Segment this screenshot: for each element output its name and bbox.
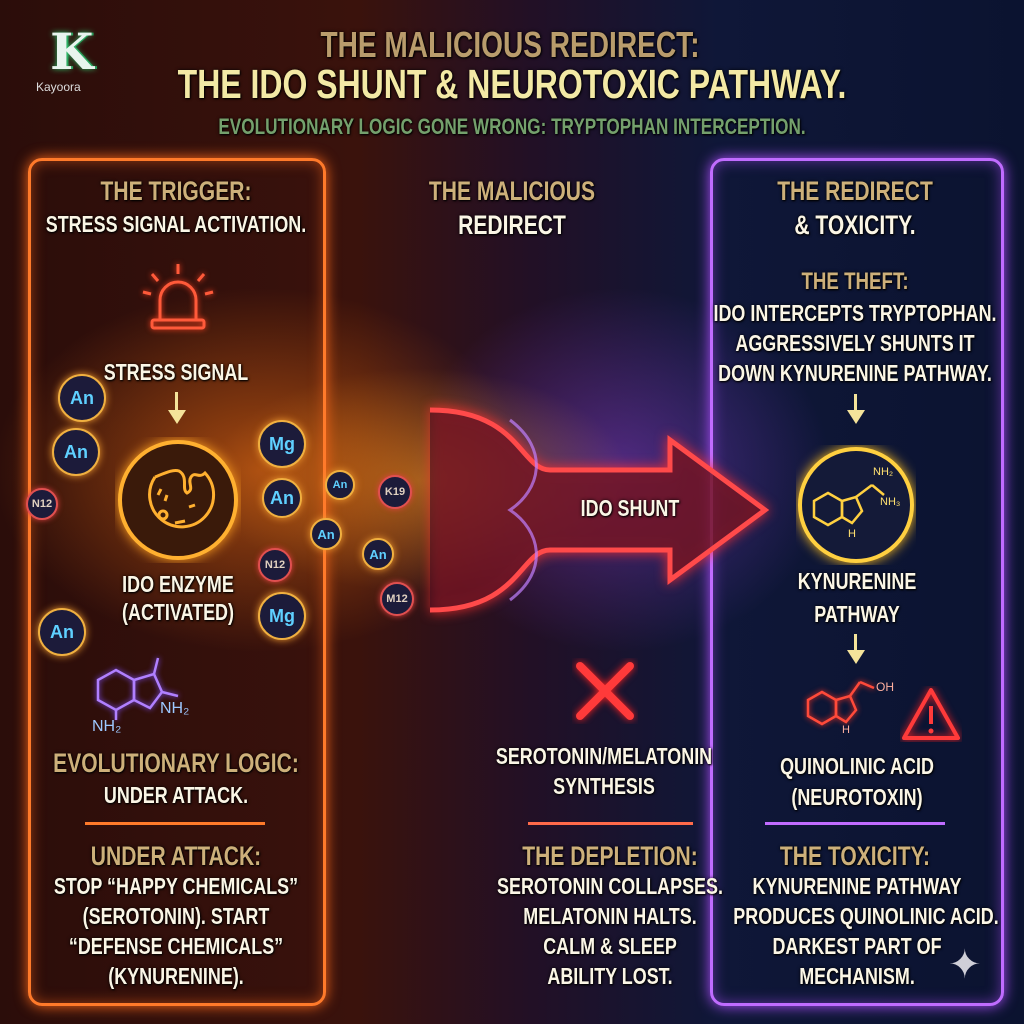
toxicity-panel: [710, 158, 1004, 1006]
molecule-badge: Mg: [258, 592, 306, 640]
kynurenine-label-1: KYNURENINE: [797, 568, 917, 594]
molecule-badge: N12: [258, 548, 292, 582]
center-heading-1: THE MALICIOUS: [428, 176, 596, 206]
arrow-down-icon: [168, 410, 186, 424]
ido-enzyme-icon: [118, 440, 238, 560]
toxicity-line: PRODUCES QUINOLINIC ACID.: [733, 903, 999, 929]
tryptophan-icon: [798, 447, 914, 563]
toxicity-line: DARKEST PART OF: [772, 933, 942, 959]
depletion-heading: THE DEPLETION:: [522, 841, 698, 871]
molecule-badge: An: [325, 470, 355, 500]
theft-line: DOWN KYNURENINE PATHWAY.: [718, 360, 992, 386]
subtitle: EVOLUTIONARY LOGIC GONE WRONG: TRYPTOPHA…: [218, 114, 806, 139]
blocked-synthesis-2: SYNTHESIS: [553, 773, 655, 799]
divider: [85, 822, 265, 825]
depletion-line: CALM & SLEEP: [543, 933, 677, 959]
molecule-nh2-a: NH₂: [92, 718, 122, 735]
logo-text: Kayoora: [36, 80, 81, 94]
theft-line: AGGRESSIVELY SHUNTS IT: [735, 330, 975, 356]
molecule-badge: An: [362, 538, 394, 570]
attack-line: (KYNURENINE).: [108, 963, 244, 989]
blocked-synthesis-1: SEROTONIN/MELATONIN: [495, 743, 713, 769]
molecule-badge: An: [38, 608, 86, 656]
logic-value: UNDER ATTACK.: [103, 782, 249, 808]
tryptophan-h: H: [848, 528, 856, 540]
kynurenine-label-2: PATHWAY: [814, 601, 900, 627]
logo: K Kayoora: [36, 22, 116, 102]
ido-enzyme-state: (ACTIVATED): [122, 599, 234, 625]
blocked-x-icon: [576, 662, 634, 720]
stress-signal-label: STRESS SIGNAL: [103, 359, 249, 385]
acid-oh: OH: [876, 680, 894, 694]
sparkle-icon: ✦: [948, 943, 982, 987]
tryptophan-nh2: NH₂: [873, 466, 894, 478]
arrow-down-icon: [847, 410, 865, 424]
theft-line: IDO INTERCEPTS TRYPTOPHAN.: [713, 300, 997, 326]
redirect-heading-1: THE REDIRECT: [777, 176, 933, 206]
ido-shunt-label: IDO SHUNT: [580, 495, 680, 521]
arrow-stem: [854, 394, 857, 410]
warning-icon: [902, 688, 960, 740]
title-line-2: THE IDO SHUNT & NEUROTOXIC PATHWAY.: [177, 61, 847, 107]
molecule-nh2-b: NH₂: [160, 700, 190, 717]
trigger-panel: [28, 158, 326, 1006]
attack-heading: UNDER ATTACK:: [90, 841, 262, 871]
tryptophan-nh3: NH₃: [880, 496, 901, 508]
arrow-stem: [854, 634, 857, 650]
depletion-line: MELATONIN HALTS.: [523, 903, 697, 929]
molecule-badge: An: [58, 374, 106, 422]
arrow-down-icon: [847, 650, 865, 664]
quinolinic-acid-icon: [806, 680, 875, 726]
ido-shunt-arrow: [429, 407, 770, 613]
quinolinic-acid-label: QUINOLINIC ACID: [780, 753, 934, 779]
molecule-badge: An: [310, 518, 342, 550]
attack-line: (SEROTONIN). START: [82, 903, 270, 929]
toxicity-line: KYNURENINE PATHWAY: [752, 873, 962, 899]
attack-line: STOP “HAPPY CHEMICALS”: [53, 873, 299, 899]
alarm-icon: [142, 264, 214, 330]
title-line-1-visible: THE MALICIOUS REDIRECT:: [320, 24, 700, 65]
molecule-badge: An: [262, 478, 302, 518]
trigger-subheading: STRESS SIGNAL ACTIVATION.: [45, 211, 307, 237]
molecule-badge: K19: [378, 475, 412, 509]
molecule-icon: [96, 657, 179, 720]
divider: [765, 822, 945, 825]
depletion-line: SEROTONIN COLLAPSES.: [497, 873, 723, 899]
toxicity-heading: THE TOXICITY:: [779, 841, 931, 871]
logic-heading: EVOLUTIONARY LOGIC:: [53, 748, 299, 778]
molecule-badge: Mg: [258, 420, 306, 468]
arrow-stem: [175, 392, 178, 410]
molecule-badge: N12: [26, 488, 58, 520]
divider: [528, 822, 693, 825]
ido-enzyme-label: IDO ENZYME: [122, 571, 234, 597]
attack-line: “DEFENSE CHEMICALS”: [68, 933, 284, 959]
molecule-badge: An: [52, 428, 100, 476]
acid-h: H: [842, 724, 850, 736]
depletion-line: ABILITY LOST.: [547, 963, 673, 989]
molecule-badge: M12: [380, 582, 414, 616]
trigger-heading: THE TRIGGER:: [100, 176, 252, 206]
theft-heading: THE THEFT:: [801, 268, 909, 295]
redirect-heading-2: & TOXICITY.: [794, 210, 916, 240]
center-heading-2: REDIRECT: [458, 210, 566, 240]
toxicity-line: MECHANISM.: [799, 963, 915, 989]
logo-mark: K: [50, 22, 94, 81]
neurotoxin-label: (NEUROTOXIN): [791, 784, 923, 810]
